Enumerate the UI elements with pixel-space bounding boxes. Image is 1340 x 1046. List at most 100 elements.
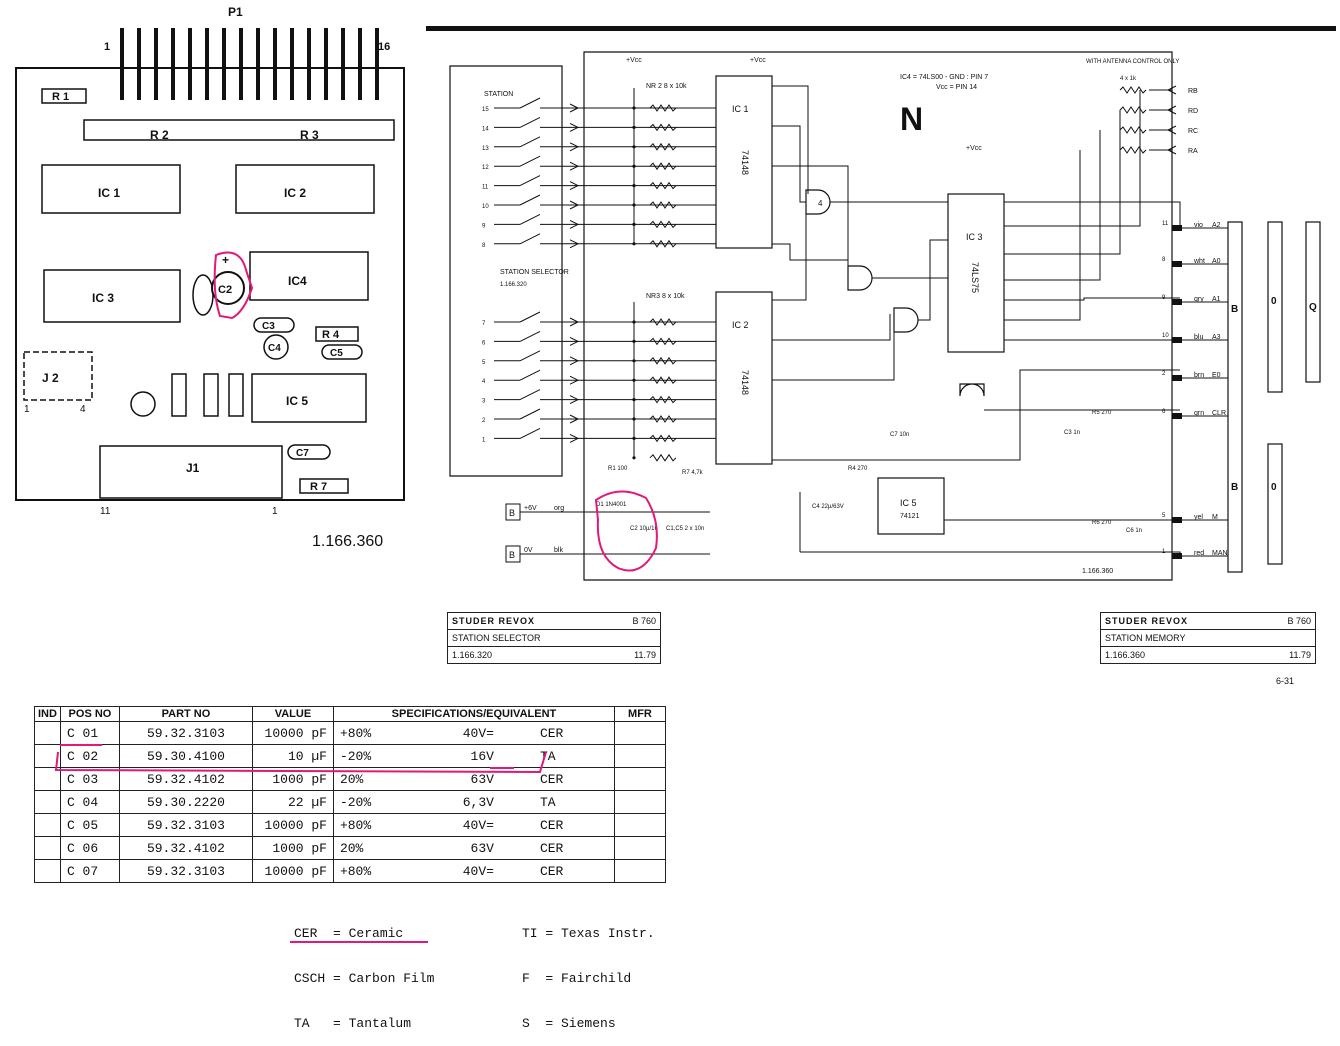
spec-type: CER — [539, 725, 564, 741]
c2-highlight — [213, 251, 254, 320]
col-pos-no: POS NO — [59, 706, 120, 722]
pin-chevron — [569, 336, 580, 346]
ic3-body — [43, 269, 181, 323]
c6-sch-label: C6 1n — [1126, 528, 1142, 534]
page-number: 6-31 — [1276, 676, 1295, 686]
board-no: 1.166.360 — [1082, 568, 1113, 575]
antenna-note: WITH ANTENNA CONTROL ONLY — [1086, 59, 1179, 65]
j1-wire-color: blu — [1194, 334, 1203, 341]
spec-volt: 40V= — [462, 817, 494, 833]
spec-volt: 6,3V — [462, 794, 494, 810]
title-block-station-selector: STUDER REVOX B 760 STATION SELECTOR 1.16… — [447, 612, 661, 664]
ic4-label: IC4 — [288, 274, 307, 288]
switch-blade — [519, 116, 541, 128]
cell-part: 59.32.4102 — [118, 767, 253, 791]
power-color: blk — [554, 547, 563, 554]
spec-tol: -20% — [339, 748, 372, 764]
cell-ind — [34, 790, 61, 814]
spec-type: TA — [539, 794, 556, 810]
pin-chevron — [569, 200, 580, 210]
col-value: VALUE — [251, 706, 334, 722]
c3-sch-label: C3 1n — [1064, 430, 1080, 436]
col-spec: SPECIFICATIONS/EQUIVALENT — [332, 706, 615, 722]
cell-ind — [34, 813, 61, 837]
r4-body — [315, 326, 359, 342]
resnet4-label: 4 x 1k — [1120, 76, 1137, 82]
cell-mfr — [613, 721, 666, 745]
pin-chevron — [569, 103, 580, 113]
ic2-symbol — [715, 291, 773, 465]
j1-pin-number: 9 — [1162, 295, 1166, 301]
j2-signal-label: RB — [1188, 88, 1198, 95]
cell-part: 59.32.4102 — [118, 836, 253, 860]
legend-s: S = Siemens — [522, 1016, 616, 1031]
legend-csch: CSCH = Carbon Film — [294, 971, 435, 986]
switch-blade — [519, 330, 541, 342]
header-pins — [120, 28, 379, 100]
j1-signal-name: A2 — [1212, 222, 1221, 229]
j1-pin-number: 6 — [1162, 409, 1166, 415]
j1-pin-number: 10 — [1162, 333, 1169, 339]
resistor — [649, 337, 677, 346]
legend-manufacturers: TI = Texas Instr. F = Fairchild S = Siem… — [522, 896, 655, 1046]
tb2-number: 1.166.360 — [1105, 650, 1146, 660]
ic3-label: IC 3 — [92, 291, 114, 305]
switch-blade — [519, 427, 541, 439]
j2-pin-1: 1 — [24, 404, 30, 415]
spec-tol: +80% — [339, 725, 372, 741]
j2-signal-label: RA — [1188, 148, 1198, 155]
c7-body — [287, 444, 331, 460]
j1-pin — [1172, 413, 1182, 419]
cell-pos: C 01 — [59, 721, 120, 745]
cell-mfr — [613, 767, 666, 791]
switch-blade — [519, 175, 541, 187]
pin-chevron — [569, 433, 580, 443]
j1-pin-number: 8 — [1162, 257, 1166, 263]
nand-gates — [805, 189, 985, 397]
station-number: 11 — [482, 185, 489, 191]
j1-pin — [1172, 517, 1182, 523]
j1-pin — [1172, 375, 1182, 381]
pin-chevron — [1166, 105, 1177, 115]
cell-ind — [34, 836, 61, 860]
resistor-networks — [632, 88, 677, 462]
cell-mfr — [613, 790, 666, 814]
tb2-title: STATION MEMORY — [1105, 633, 1186, 643]
cell-part: 59.32.3103 — [118, 813, 253, 837]
cell-value: 1000 pF — [251, 767, 334, 791]
j1-signal-name: MAN — [1212, 550, 1228, 557]
j1-signal-name: E0 — [1212, 372, 1221, 379]
r6-sch-label: R6 270 — [1092, 520, 1112, 526]
power-label: +6V — [524, 505, 537, 512]
j1-wire-color: red — [1194, 550, 1204, 557]
pin-chevron — [569, 395, 580, 405]
c2-sch-label: C2 10µ/16 — [630, 526, 658, 532]
resistor — [649, 356, 677, 365]
tb1-date: 11.79 — [634, 650, 656, 660]
j2-resistors — [1119, 86, 1172, 154]
ic3-chip: 74LS75 — [970, 262, 980, 293]
block-01: 0 — [1271, 296, 1277, 307]
j1-wire-color: vio — [1194, 222, 1203, 229]
r4-label: R 4 — [322, 329, 340, 341]
resistor-network-strip — [83, 119, 395, 141]
spec-type: CER — [539, 771, 564, 787]
power-color: org — [554, 505, 564, 512]
station-selector-no: 1.166.320 — [500, 282, 527, 288]
j1-signal-name: A3 — [1212, 334, 1221, 341]
legend-ta: TA = Tantalum — [294, 1016, 412, 1031]
cell-pos: C 06 — [59, 836, 120, 860]
cell-ind — [34, 767, 61, 791]
nr2-label: NR 2 8 x 10k — [646, 83, 687, 90]
nand-gates-label: 4 — [818, 199, 823, 208]
block-b1: B — [1231, 304, 1238, 315]
spec-volt: 63V — [470, 771, 494, 787]
pin-chevron — [569, 161, 580, 171]
station-number: 4 — [482, 379, 486, 385]
